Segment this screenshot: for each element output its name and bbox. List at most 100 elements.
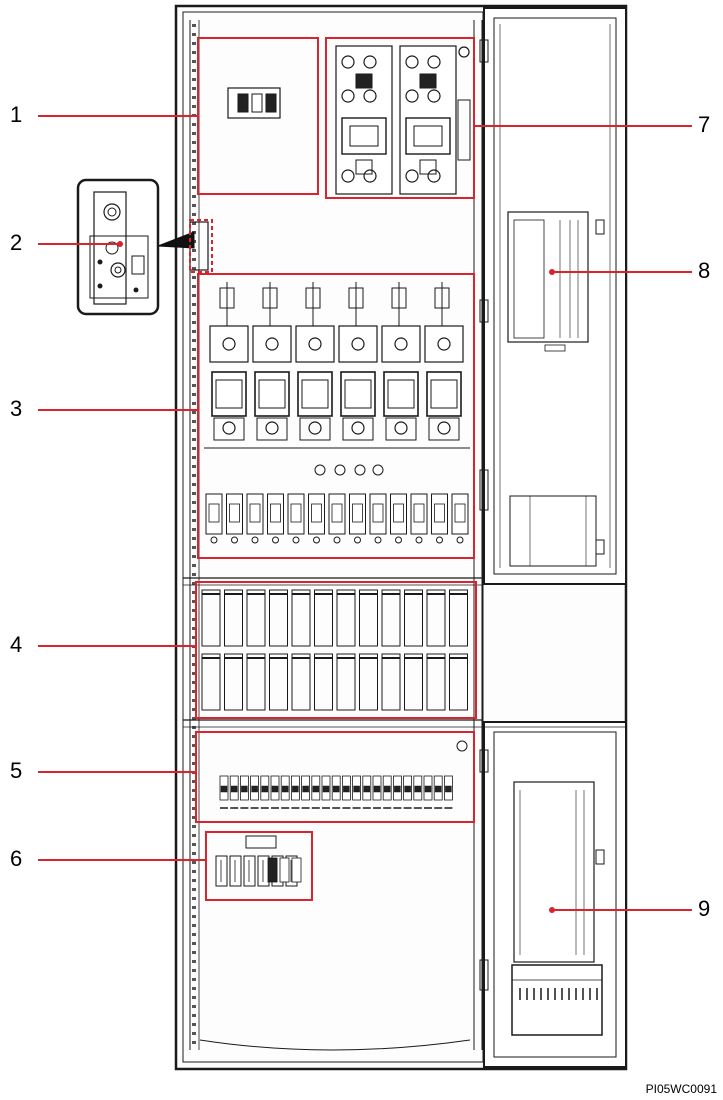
rail-hole bbox=[192, 834, 196, 837]
fuse-top bbox=[252, 325, 292, 363]
breaker-bar bbox=[355, 159, 373, 175]
rail-hole bbox=[192, 1032, 196, 1035]
leader-dots bbox=[117, 241, 555, 913]
terminal bbox=[341, 55, 355, 69]
rail-hole bbox=[192, 735, 196, 738]
breaker-column bbox=[399, 45, 457, 195]
terminal-block bbox=[390, 493, 407, 535]
rail-hole bbox=[192, 807, 196, 810]
terminal bbox=[427, 89, 441, 103]
terminal bbox=[363, 89, 377, 103]
mini-breaker-toggle bbox=[434, 785, 442, 793]
terminal-block bbox=[226, 493, 243, 535]
rail-hole bbox=[192, 222, 196, 225]
side-rail bbox=[457, 99, 471, 161]
terminal-block bbox=[369, 493, 387, 535]
terminal bbox=[405, 169, 419, 183]
terminal bbox=[405, 55, 419, 69]
terminal bbox=[405, 89, 419, 103]
terminal-window bbox=[331, 503, 343, 523]
rail-hole bbox=[192, 1023, 196, 1026]
rail-hole bbox=[192, 744, 196, 747]
rail-hole bbox=[192, 141, 196, 144]
terminal-block bbox=[287, 493, 305, 535]
leader-lines bbox=[38, 115, 692, 911]
fuse-top bbox=[338, 325, 378, 363]
terminal bbox=[314, 464, 326, 476]
mini-breaker-toggle bbox=[241, 785, 248, 793]
rail-hole bbox=[192, 969, 196, 972]
fuse-body bbox=[254, 371, 290, 417]
breaker-bar bbox=[355, 73, 373, 89]
breaker bbox=[257, 855, 270, 887]
mini-breaker-toggle bbox=[220, 785, 228, 793]
fuse-bolt bbox=[351, 421, 365, 435]
rail-hole bbox=[192, 897, 196, 900]
terminal-window bbox=[413, 503, 425, 523]
rail-hole bbox=[192, 636, 196, 639]
terminal bbox=[456, 740, 468, 752]
rail-hole bbox=[192, 690, 196, 693]
module-slot bbox=[246, 589, 266, 647]
module-slot bbox=[201, 653, 221, 711]
breaker-bar bbox=[419, 159, 437, 175]
rail-hole bbox=[192, 384, 196, 387]
rail-hole bbox=[192, 528, 196, 531]
rail-hole bbox=[192, 69, 196, 72]
rail-hole bbox=[192, 699, 196, 702]
rail-hole bbox=[192, 933, 196, 936]
rail-hole bbox=[192, 627, 196, 630]
rail-hole bbox=[192, 717, 196, 720]
rail-hole bbox=[192, 276, 196, 279]
breaker-column bbox=[335, 45, 393, 195]
rail-hole bbox=[192, 60, 196, 63]
terminal-window bbox=[393, 503, 404, 523]
figure-code: PI05WC0091 bbox=[645, 1082, 717, 1096]
module-slot bbox=[404, 653, 423, 711]
component-2-inset bbox=[76, 178, 209, 316]
terminal-screw bbox=[251, 536, 259, 544]
rail-hole bbox=[192, 762, 196, 765]
rail-hole bbox=[192, 105, 196, 108]
terminal-screw bbox=[292, 536, 300, 544]
rail-hole bbox=[192, 798, 196, 801]
component-4 bbox=[201, 589, 468, 711]
rail-hole bbox=[192, 348, 196, 351]
fuse-window bbox=[215, 379, 243, 409]
rail-hole bbox=[192, 780, 196, 783]
terminal-window bbox=[249, 503, 261, 523]
rail-hole bbox=[192, 402, 196, 405]
mini-breaker-toggle bbox=[322, 785, 330, 793]
mini-breaker-toggle bbox=[414, 785, 422, 793]
rail-hole bbox=[192, 852, 196, 855]
breaker-body bbox=[341, 117, 387, 155]
rail-hole bbox=[192, 861, 196, 864]
rail-hole bbox=[192, 708, 196, 711]
mini-breaker-toggle bbox=[230, 785, 238, 793]
fuse-window bbox=[430, 379, 458, 409]
rail-hole bbox=[192, 1014, 196, 1017]
fuse-bolt bbox=[265, 421, 279, 435]
fuse-window bbox=[258, 379, 286, 409]
rail-hole bbox=[192, 294, 196, 297]
terminal-block bbox=[410, 493, 428, 535]
fuse-body bbox=[211, 371, 247, 417]
rail-hole bbox=[192, 600, 196, 603]
rail-hole bbox=[192, 753, 196, 756]
mini-breaker-toggle bbox=[281, 785, 289, 793]
module-slot bbox=[291, 653, 311, 711]
rail-hole bbox=[192, 789, 196, 792]
rail-hole bbox=[192, 375, 196, 378]
rail-hole bbox=[192, 1005, 196, 1008]
component-3 bbox=[204, 282, 470, 544]
terminal-screw bbox=[231, 536, 238, 544]
rail-hole bbox=[192, 555, 196, 558]
rail-hole bbox=[192, 573, 196, 576]
fuse-body bbox=[297, 371, 333, 417]
mini-breaker-toggle bbox=[251, 785, 258, 793]
terminal-block bbox=[349, 493, 366, 535]
rail-hole bbox=[192, 168, 196, 171]
frame-6 bbox=[205, 831, 313, 901]
rail-hole bbox=[192, 663, 196, 666]
fuse-bolt bbox=[222, 337, 236, 351]
